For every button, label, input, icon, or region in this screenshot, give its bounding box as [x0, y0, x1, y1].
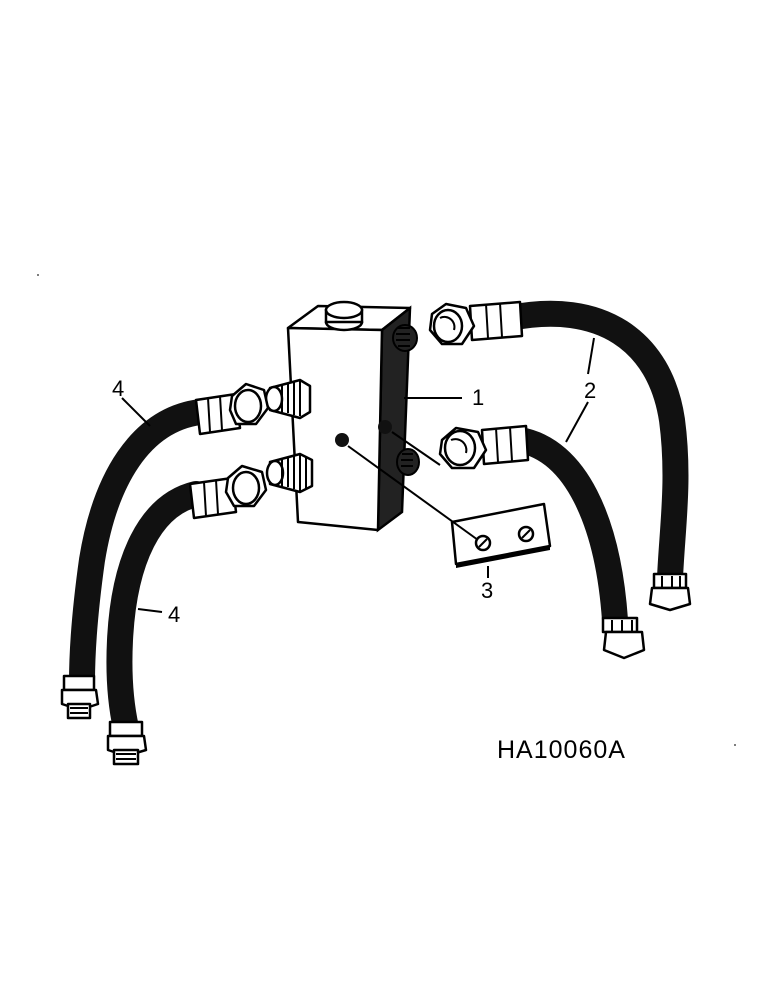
callout-2-leader-a — [587, 337, 595, 375]
front-port-fitting-upper — [264, 378, 312, 420]
bolt-leader-left — [347, 445, 479, 541]
figure-code: HA10060A — [497, 736, 626, 764]
callout-4b-leader — [137, 608, 163, 613]
bolt-leader-right — [391, 431, 441, 466]
rear-port-fitting-upper — [392, 324, 418, 352]
callout-4-upper: 4 — [112, 376, 124, 401]
hose-2-front — [438, 424, 646, 660]
hose-4-lower — [106, 464, 268, 766]
callout-1: 1 — [472, 385, 484, 410]
valve-block-front — [286, 326, 384, 532]
mounting-hole-right — [378, 420, 392, 434]
mounting-hole-left — [335, 433, 349, 447]
valve-block — [286, 300, 420, 533]
callout-4-lower: 4 — [168, 602, 180, 627]
callout-2-leader-b — [565, 401, 589, 443]
scan-speck — [37, 274, 39, 276]
callout-3: 3 — [481, 578, 493, 603]
callout-2: 2 — [584, 378, 596, 403]
mounting-plate — [450, 502, 552, 568]
rear-port-fitting-lower — [396, 448, 420, 476]
top-plug — [324, 300, 364, 332]
hose-4-upper — [60, 382, 270, 720]
hose-2-rear — [428, 300, 692, 612]
scan-speck — [734, 744, 736, 746]
callout-4a-leader — [121, 397, 151, 427]
front-port-fitting-lower — [265, 452, 314, 494]
